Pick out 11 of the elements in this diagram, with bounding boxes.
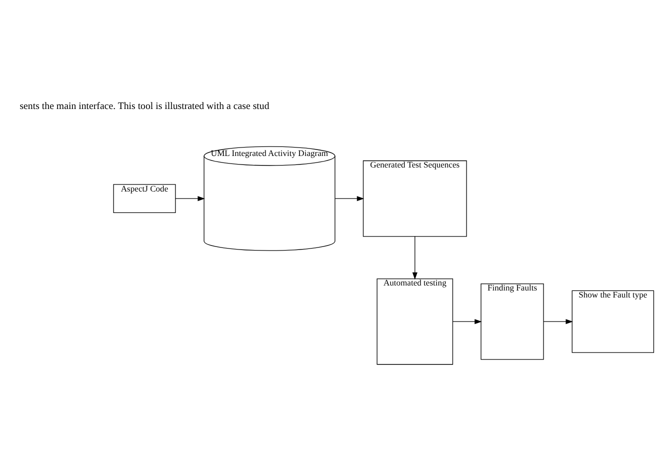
arrow <box>334 196 364 202</box>
arrow <box>452 319 482 324</box>
arrow <box>412 236 418 280</box>
node-box: AspectJ Code <box>113 184 176 214</box>
node-box: Generated Test Sequences <box>362 160 467 237</box>
arrow <box>175 196 205 202</box>
arrow <box>543 319 573 324</box>
label: sents the main interface. This tool is illustrated with a case stud <box>20 100 270 112</box>
node-box: Finding Faults <box>480 283 544 360</box>
node-box: Automated testing <box>376 278 454 365</box>
node-box: Show the Fault type <box>572 290 654 353</box>
